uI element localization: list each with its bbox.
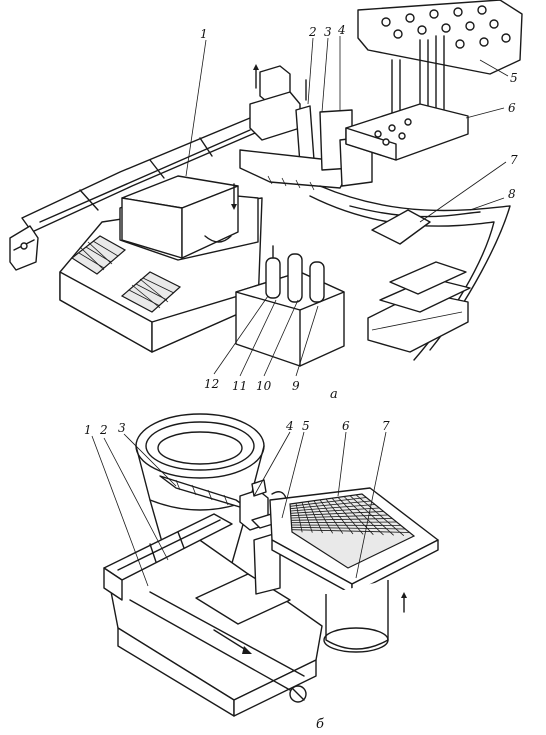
grid-pallet bbox=[269, 487, 439, 653]
label-b-1: 1 bbox=[84, 423, 92, 437]
label-b-3: 3 bbox=[118, 421, 126, 435]
tube-holder bbox=[235, 245, 345, 367]
caption-a: a bbox=[330, 387, 338, 402]
label-b-5: 5 bbox=[302, 419, 310, 433]
label-a-4: 4 bbox=[337, 23, 346, 37]
rotating-base bbox=[119, 175, 259, 261]
label-a-7: 7 bbox=[510, 153, 518, 167]
feed-track bbox=[239, 109, 373, 191]
label-b-2: 2 bbox=[99, 423, 108, 437]
label-a-12: 12 bbox=[204, 377, 219, 391]
pallet-grid-line bbox=[291, 526, 406, 530]
leader-lines-a bbox=[185, 36, 509, 377]
pallet-grid-line bbox=[291, 524, 402, 526]
caption-b: б bbox=[316, 717, 324, 732]
press-head bbox=[249, 64, 315, 165]
figure-b: 1 2 3 4 5 6 7 б bbox=[84, 413, 439, 732]
label-a-8: 8 bbox=[508, 187, 516, 201]
feed-arm bbox=[103, 513, 233, 601]
figure-a: 1 2 3 4 5 6 7 8 9 10 11 12 a bbox=[9, 0, 523, 402]
magazine bbox=[345, 0, 523, 161]
label-a-6: 6 bbox=[508, 101, 516, 115]
chute bbox=[309, 185, 511, 361]
label-a-1: 1 bbox=[200, 27, 208, 41]
base-rail bbox=[107, 535, 323, 717]
label-a-9: 9 bbox=[292, 379, 300, 393]
pallet-grid-line bbox=[355, 494, 405, 536]
label-a-10: 10 bbox=[256, 379, 272, 393]
label-b-7: 7 bbox=[382, 419, 390, 433]
leader-lines-b bbox=[91, 431, 387, 587]
label-b-6: 6 bbox=[342, 419, 350, 433]
label-a-5: 5 bbox=[510, 71, 518, 85]
label-a-3: 3 bbox=[324, 25, 332, 39]
label-b-4: 4 bbox=[285, 419, 294, 433]
pallet-grid-line bbox=[291, 529, 410, 533]
label-a-11: 11 bbox=[232, 379, 247, 393]
label-a-2: 2 bbox=[308, 25, 317, 39]
